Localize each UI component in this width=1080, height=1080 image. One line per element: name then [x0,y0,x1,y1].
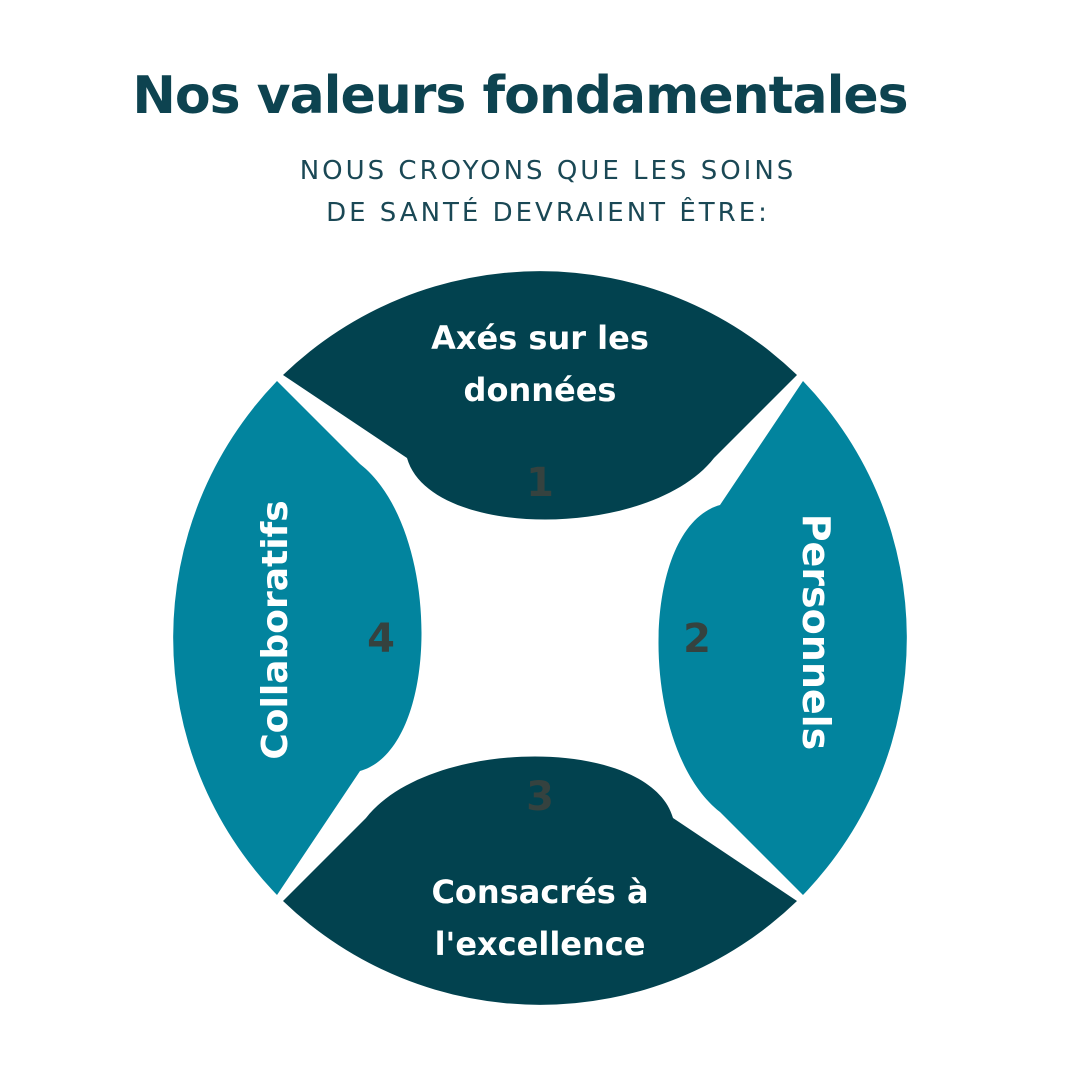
segment-4-label: Collaboratifs [255,500,296,759]
segment-3-shape [283,756,797,1005]
subtitle-line-2: DE SANTÉ DEVRAIENT ÊTRE: [326,198,770,228]
segment-2-right: Personnels 2 [658,381,907,895]
segment-1-shape [283,271,797,520]
segment-4-shape [173,381,422,895]
segment-2-shape [658,381,907,895]
subtitle: NOUS CROYONS QUE LES SOINS DE SANTÉ DEVR… [248,150,848,234]
segment-1-label-line-2: données [464,371,617,409]
segment-1-top: Axés sur les données 1 [283,271,797,520]
segment-3-number: 3 [526,774,554,820]
segment-2-number: 2 [683,616,711,662]
segment-3-bottom: 3 Consacrés à l'excellence [283,756,797,1005]
page-title: Nos valeurs fondamentales [132,66,908,126]
segment-2-label: Personnels [794,514,838,751]
subtitle-line-1: NOUS CROYONS QUE LES SOINS [299,156,797,186]
segment-4-number: 4 [367,616,395,662]
segment-1-label-line-1: Axés sur les [431,319,649,357]
segment-3-label-line-2: l'excellence [435,925,646,963]
segment-1-number: 1 [526,460,554,506]
segment-3-label-line-1: Consacrés à [431,873,648,911]
segment-4-left: Collaboratifs 4 [173,381,422,895]
